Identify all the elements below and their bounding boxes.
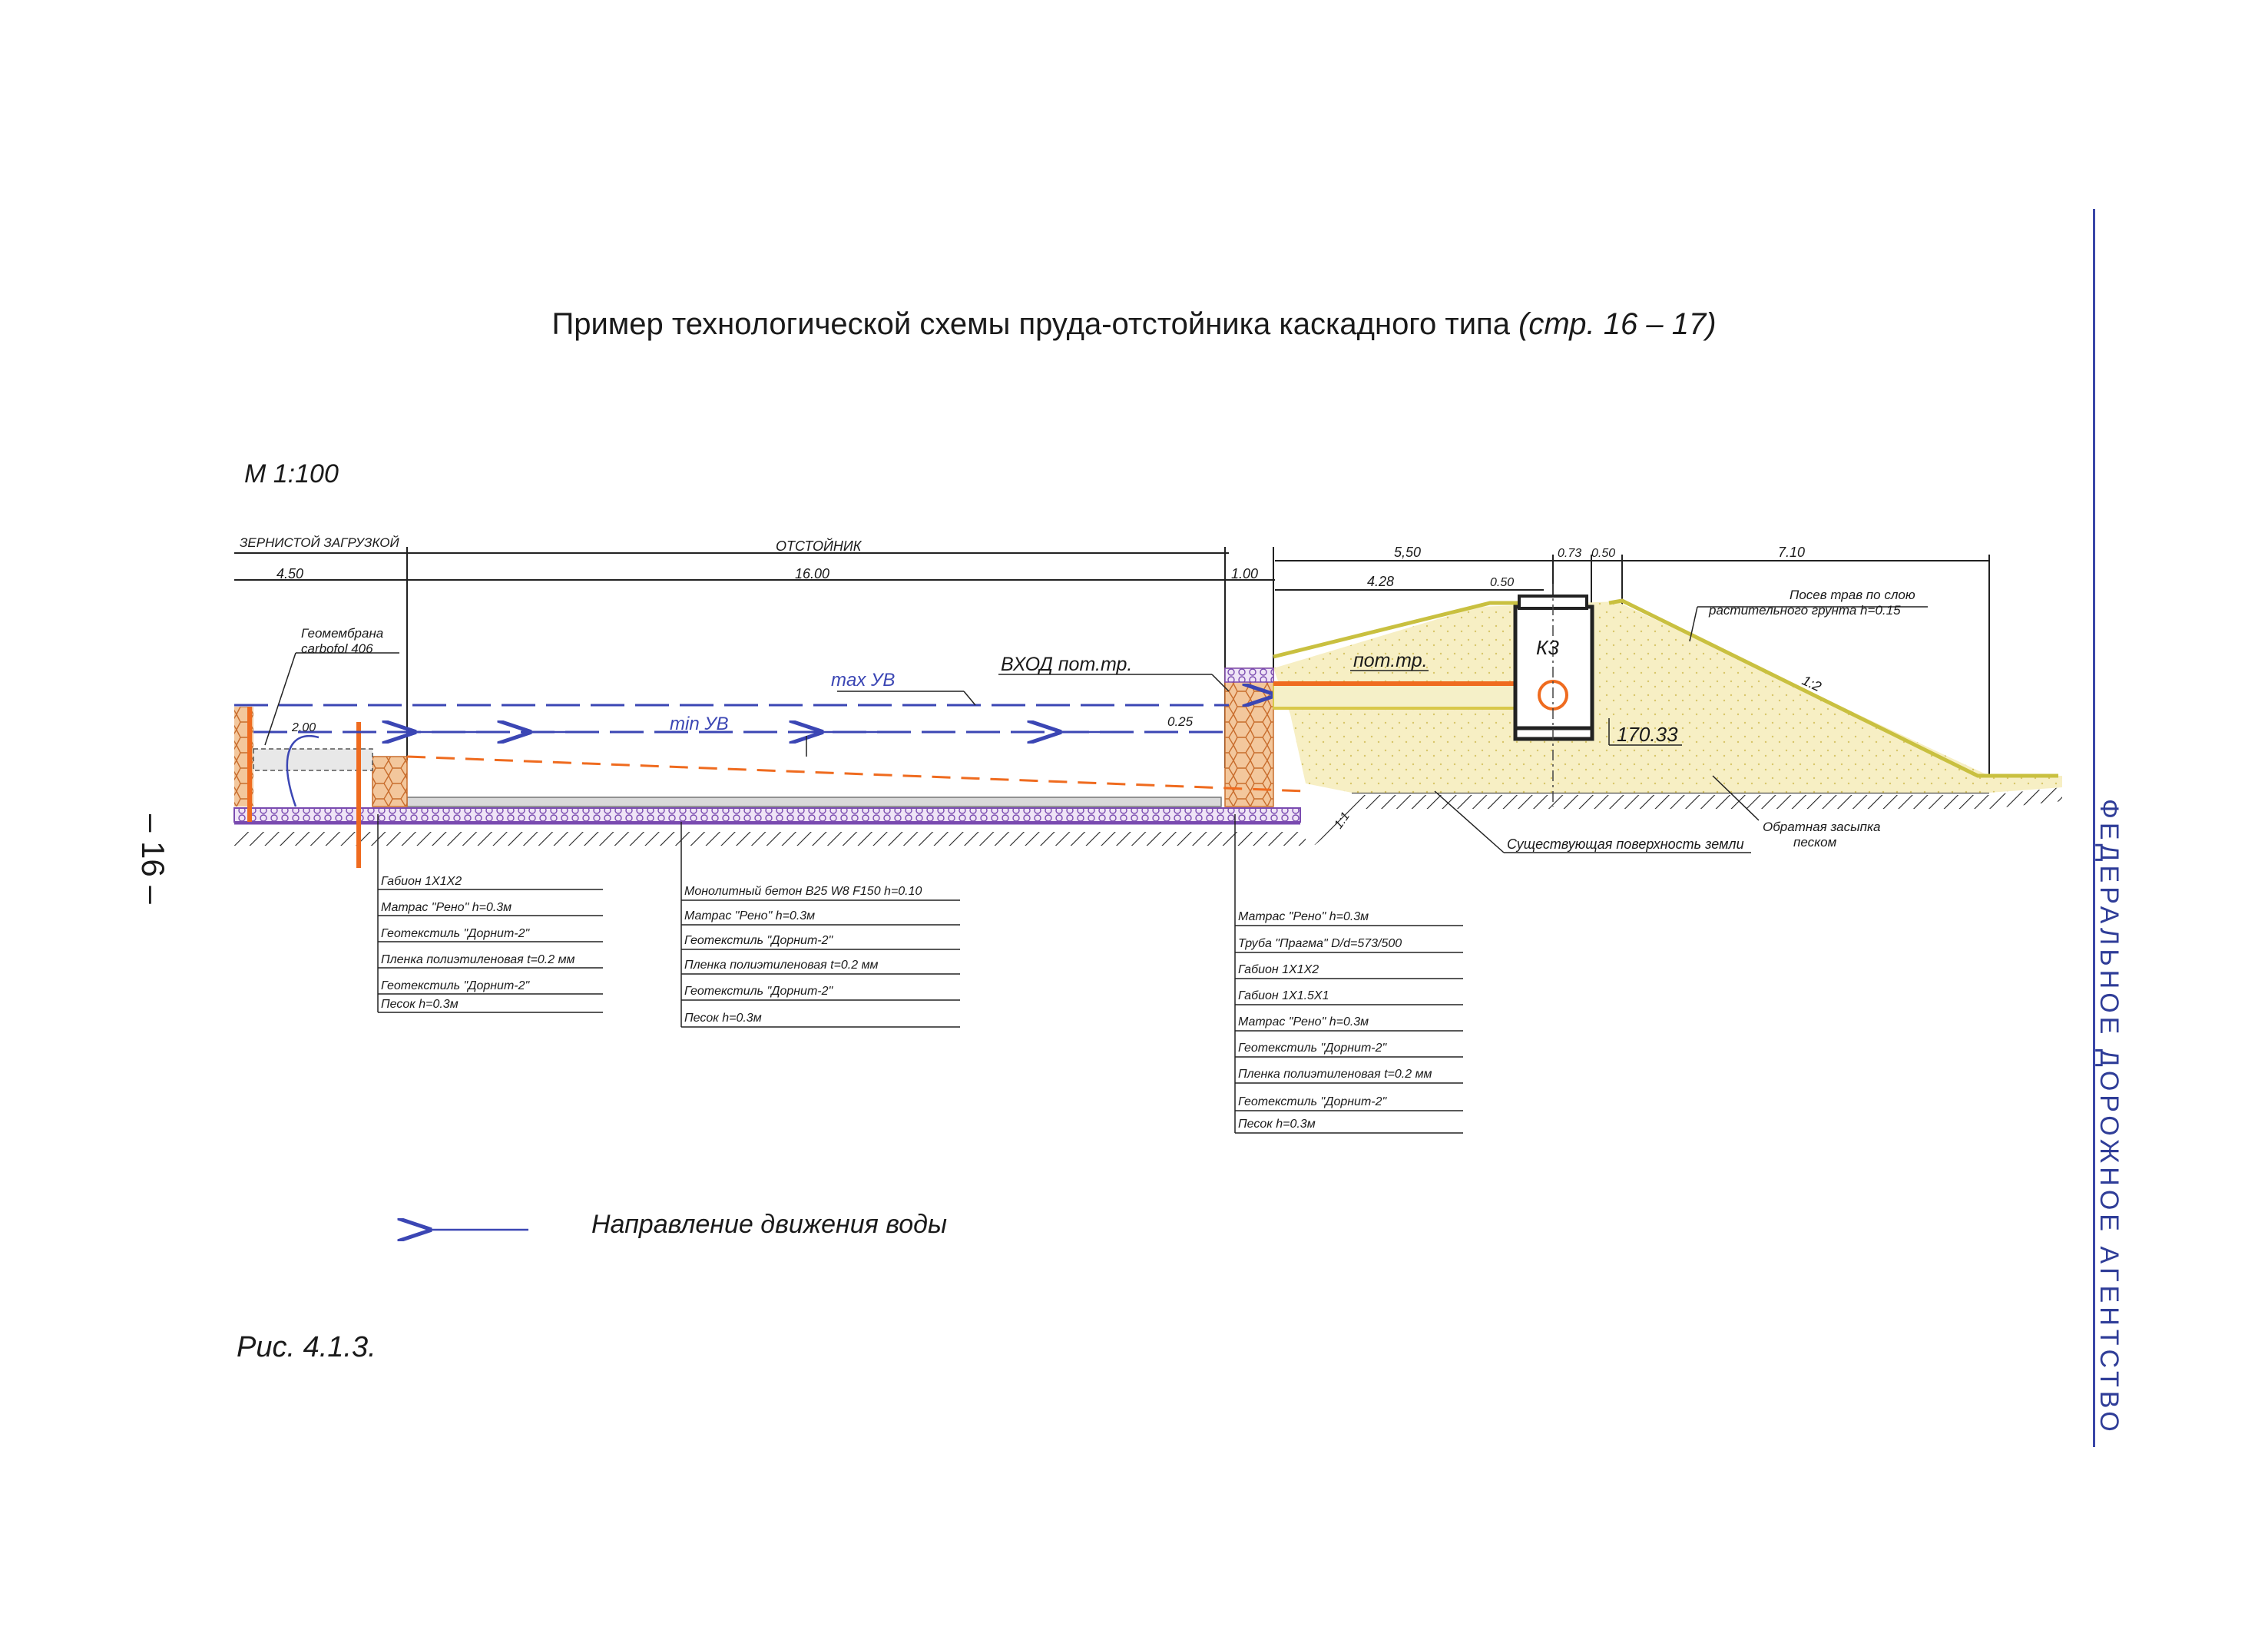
well-k3 xyxy=(1513,605,1594,741)
backfill-label-1: Обратная засыпка xyxy=(1763,820,1880,834)
bottom-slope-line xyxy=(406,755,1306,793)
layers-left: Габион 1Х1Х2 Матрас "Рено" h=0.3м Геотек… xyxy=(381,875,575,1011)
layer-left-3: Геотекстиль "Дорнит-2" xyxy=(381,927,531,940)
title-ref: (стр. 16 – 17) xyxy=(1518,307,1717,341)
gabion-dam xyxy=(1224,667,1274,807)
dim-0-50-a: 0.50 xyxy=(1490,576,1514,589)
layer-right-1: Матрас "Рено" h=0.3м xyxy=(1238,910,1369,923)
layer-mid-4: Пленка полиэтиленовая t=0.2 мм xyxy=(684,959,879,972)
grass-label-2: растительного грунта h=0.15 xyxy=(1708,603,1901,618)
layers-mid: Монолитный бетон B25 W8 F150 h=0.10 Матр… xyxy=(684,885,922,1025)
page-title: Пример технологической схемы пруда-отсто… xyxy=(0,307,2268,342)
layer-mid-1: Монолитный бетон B25 W8 F150 h=0.10 xyxy=(684,885,922,898)
layer-left-2: Матрас "Рено" h=0.3м xyxy=(381,901,512,914)
leader-lines xyxy=(264,606,1928,853)
layer-right-7: Пленка полиэтиленовая t=0.2 мм xyxy=(1238,1068,1432,1081)
backfill-label-2: песком xyxy=(1793,835,1837,850)
layers-mid-callout xyxy=(680,822,960,1028)
layer-mid-2: Матрас "Рено" h=0.3м xyxy=(684,909,815,922)
dimension-chain xyxy=(234,547,1990,776)
dim-0-73: 0.73 xyxy=(1558,547,1581,560)
section-left-label: ЗЕРНИСТОЙ ЗАГРУЗКОЙ xyxy=(240,535,400,550)
dim-4-28: 4.28 xyxy=(1367,574,1394,589)
embankment-fill xyxy=(1273,601,2062,793)
gabion-left-wall xyxy=(372,756,408,807)
layer-right-5: Матрас "Рено" h=0.3м xyxy=(1238,1015,1369,1028)
elevation-label: 170.33 xyxy=(1617,723,1678,746)
title-main: Пример технологической схемы пруда-отсто… xyxy=(551,307,1510,341)
layers-left-callout xyxy=(377,814,603,1013)
dim-1-00: 1.00 xyxy=(1231,566,1258,581)
layer-left-5: Геотекстиль "Дорнит-2" xyxy=(381,979,531,992)
dim-5-50: 5,50 xyxy=(1394,545,1421,560)
dim-0-50-b: 0.50 xyxy=(1591,547,1615,560)
water-levels xyxy=(234,704,1229,734)
layer-mid-3: Геотекстиль "Дорнит-2" xyxy=(684,934,834,947)
figure-caption: Рис. 4.1.3. xyxy=(237,1331,376,1363)
carbofol-label: carbofol 406 xyxy=(301,641,373,656)
grass-label-1: Посев трав по слою xyxy=(1790,588,1915,602)
layer-right-2: Труба "Прагма" D/d=573/500 xyxy=(1238,937,1402,950)
scale-label: М 1:100 xyxy=(244,459,339,489)
layer-right-4: Габион 1Х1.5Х1 xyxy=(1238,989,1329,1002)
min-uv-label: min УВ xyxy=(670,714,729,734)
layer-left-6: Песок h=0.3м xyxy=(381,998,459,1011)
geomembrane-label: Геомембрана xyxy=(301,626,383,641)
layer-left-4: Пленка полиэтиленовая t=0.2 мм xyxy=(381,953,575,966)
layer-mid-6: Песок h=0.3м xyxy=(684,1012,762,1025)
reno-top-dam xyxy=(1224,667,1274,683)
membrane-curve xyxy=(286,734,320,807)
layer-right-3: Габион 1Х1Х2 xyxy=(1238,963,1319,976)
flow-arrows xyxy=(415,695,1336,732)
dim-2-00: 2.00 xyxy=(291,721,316,734)
reno-mattress-base xyxy=(233,807,1301,823)
inlet-label: ВХОД пот.тр. xyxy=(1001,654,1132,675)
layers-right-callout xyxy=(1234,814,1463,1134)
max-uv-label: max УВ xyxy=(831,670,895,691)
layers-right: Матрас "Рено" h=0.3м Труба "Прагма" D/d=… xyxy=(1238,910,1432,1131)
section-middle-label: ОТСТОЙНИК xyxy=(776,538,863,554)
dim-7-10: 7.10 xyxy=(1778,545,1805,560)
layer-mid-5: Геотекстиль "Дорнит-2" xyxy=(684,985,834,998)
filter-bed xyxy=(253,748,373,771)
legend-text: Направление движения воды xyxy=(591,1210,947,1239)
layer-right-6: Геотекстиль "Дорнит-2" xyxy=(1238,1042,1388,1055)
embankment-slope-right xyxy=(1608,598,2058,778)
ground-label: Существующая поверхность земли xyxy=(1507,836,1744,852)
dim-0-25: 0.25 xyxy=(1167,714,1194,729)
layer-left-1: Габион 1Х1Х2 xyxy=(381,875,462,888)
dim-4-50: 4.50 xyxy=(276,566,303,581)
well-k3-label: К3 xyxy=(1536,636,1559,659)
side-rule xyxy=(2093,209,2095,1447)
outlet-pipe xyxy=(1273,683,1551,709)
concrete-slab xyxy=(406,797,1222,807)
dim-16-00: 16.00 xyxy=(795,566,829,581)
layer-right-8: Геотекстиль "Дорнит-2" xyxy=(1238,1095,1388,1108)
pipe-label: пот.тр. xyxy=(1353,650,1428,671)
layer-right-9: Песок h=0.3м xyxy=(1238,1118,1316,1131)
